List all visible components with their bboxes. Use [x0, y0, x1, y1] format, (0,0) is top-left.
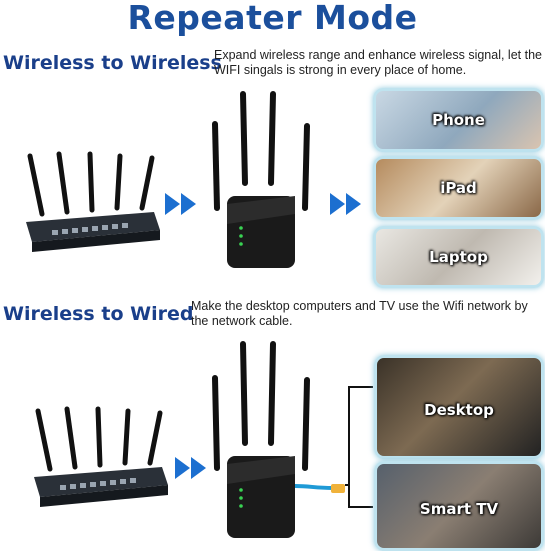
router-image: [26, 151, 160, 252]
arrow-right-icon: [330, 193, 361, 215]
section-heading-wireless-to-wireless: Wireless to Wireless: [3, 52, 222, 74]
device-card-smart-tv: Smart TV: [374, 461, 544, 551]
device-card-phone: Phone: [373, 88, 544, 152]
device-label: Phone: [432, 111, 485, 129]
device-card-desktop: Desktop: [374, 355, 544, 459]
section-heading-wireless-to-wired: Wireless to Wired: [3, 303, 194, 325]
router-image: [34, 406, 168, 507]
arrow-right-icon: [175, 457, 206, 479]
arrow-right-icon: [165, 193, 196, 215]
device-label: iPad: [440, 179, 477, 197]
repeater-image: [212, 91, 310, 268]
connector-bracket: [345, 386, 373, 508]
device-card-laptop: Laptop: [373, 226, 544, 288]
section-description-wireless-to-wireless: Expand wireless range and enhance wirele…: [214, 48, 542, 77]
repeater-image: [212, 341, 345, 538]
device-label: Laptop: [429, 248, 488, 266]
device-card-ipad: iPad: [373, 156, 544, 220]
page-title: Repeater Mode: [127, 0, 418, 37]
section-description-wireless-to-wired: Make the desktop computers and TV use th…: [191, 299, 528, 328]
device-label: Desktop: [424, 401, 494, 419]
device-label: Smart TV: [419, 500, 499, 518]
